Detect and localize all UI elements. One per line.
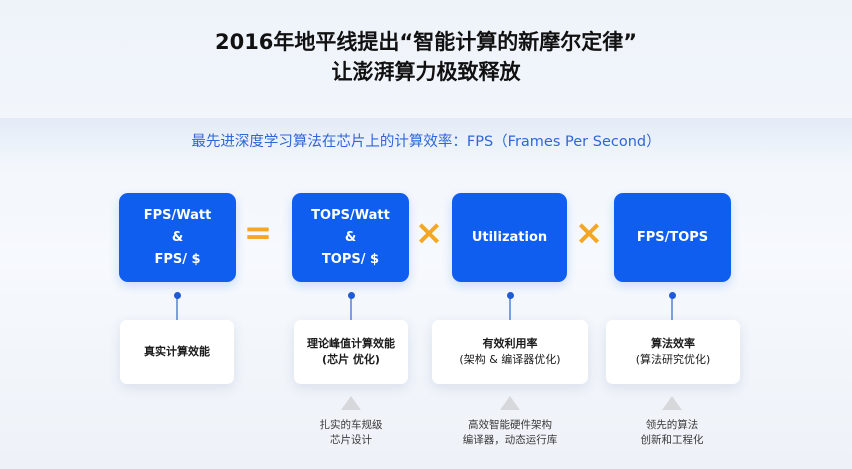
note-3-line2: 创新和工程化 (640, 434, 704, 446)
note-1-line2: 芯片设计 (330, 434, 372, 446)
note-2-line2: 编译器，动态运行库 (462, 434, 558, 446)
triangle-marker-1 (341, 396, 361, 410)
box-tops-per-watt-line3: TOPS/ $ (321, 251, 380, 267)
connector-line-4 (671, 296, 673, 320)
card-4-line1: 算法效率 (651, 337, 695, 350)
card-2-line2: (芯片 优化) (322, 353, 380, 366)
box-utilization: Utilization (452, 193, 567, 282)
subtitle-band (0, 118, 852, 166)
connector-dot-3 (507, 292, 514, 299)
box-fps-per-watt-line2: & (171, 229, 184, 245)
times-operator-1: × (414, 213, 444, 253)
triangle-marker-2 (500, 396, 520, 410)
note-chip-design: 扎实的车规级 芯片设计 (300, 418, 402, 448)
main-title-line2: 让澎湃算力极致释放 (331, 60, 521, 84)
main-title-line1: 2016年地平线提出“智能计算的新摩尔定律” (214, 30, 638, 54)
box-tops-per-watt-line1: TOPS/Watt (311, 207, 390, 223)
box-tops-per-watt-line2: & (344, 229, 357, 245)
box-fps-per-watt-line3: FPS/ $ (154, 251, 201, 267)
connector-dot-1 (174, 292, 181, 299)
card-real-compute-efficiency: 真实计算效能 (120, 320, 234, 384)
card-4-line2: (算法研究优化) (635, 353, 711, 366)
card-3-line1: 有效利用率 (482, 337, 538, 350)
card-theoretical-peak: 理论峰值计算效能 (芯片 优化) (294, 320, 408, 384)
connector-line-3 (509, 296, 511, 320)
box-fps-per-watt: FPS/Watt & FPS/ $ (119, 193, 236, 282)
box-fps-per-tops: FPS/TOPS (614, 193, 731, 282)
note-1-line1: 扎实的车规级 (319, 419, 383, 431)
note-2-line1: 高效智能硬件架构 (468, 419, 552, 431)
triangle-marker-3 (662, 396, 682, 410)
box-utilization-label: Utilization (471, 229, 548, 245)
connector-dot-4 (669, 292, 676, 299)
card-1-line1: 真实计算效能 (144, 345, 210, 358)
card-2-line1: 理论峰值计算效能 (307, 337, 395, 350)
note-3-line1: 领先的算法 (645, 419, 699, 431)
box-fps-per-watt-line1: FPS/Watt (143, 207, 212, 223)
card-effective-utilization: 有效利用率 (架构 & 编译器优化) (432, 320, 588, 384)
subtitle-text: 最先进深度学习算法在芯片上的计算效率：FPS（Frames Per Second… (191, 134, 661, 150)
equals-operator: = (243, 213, 273, 253)
card-algorithm-efficiency: 算法效率 (算法研究优化) (606, 320, 740, 384)
connector-dot-2 (348, 292, 355, 299)
note-hardware-architecture: 高效智能硬件架构 编译器，动态运行库 (445, 418, 575, 448)
card-3-line2: (架构 & 编译器优化) (459, 353, 561, 366)
note-leading-algorithm: 领先的算法 创新和工程化 (620, 418, 724, 448)
box-tops-per-watt: TOPS/Watt & TOPS/ $ (292, 193, 409, 282)
times-operator-2: × (574, 213, 604, 253)
connector-line-1 (176, 296, 178, 320)
connector-line-2 (350, 296, 352, 320)
box-fps-per-tops-label: FPS/TOPS (636, 229, 709, 245)
